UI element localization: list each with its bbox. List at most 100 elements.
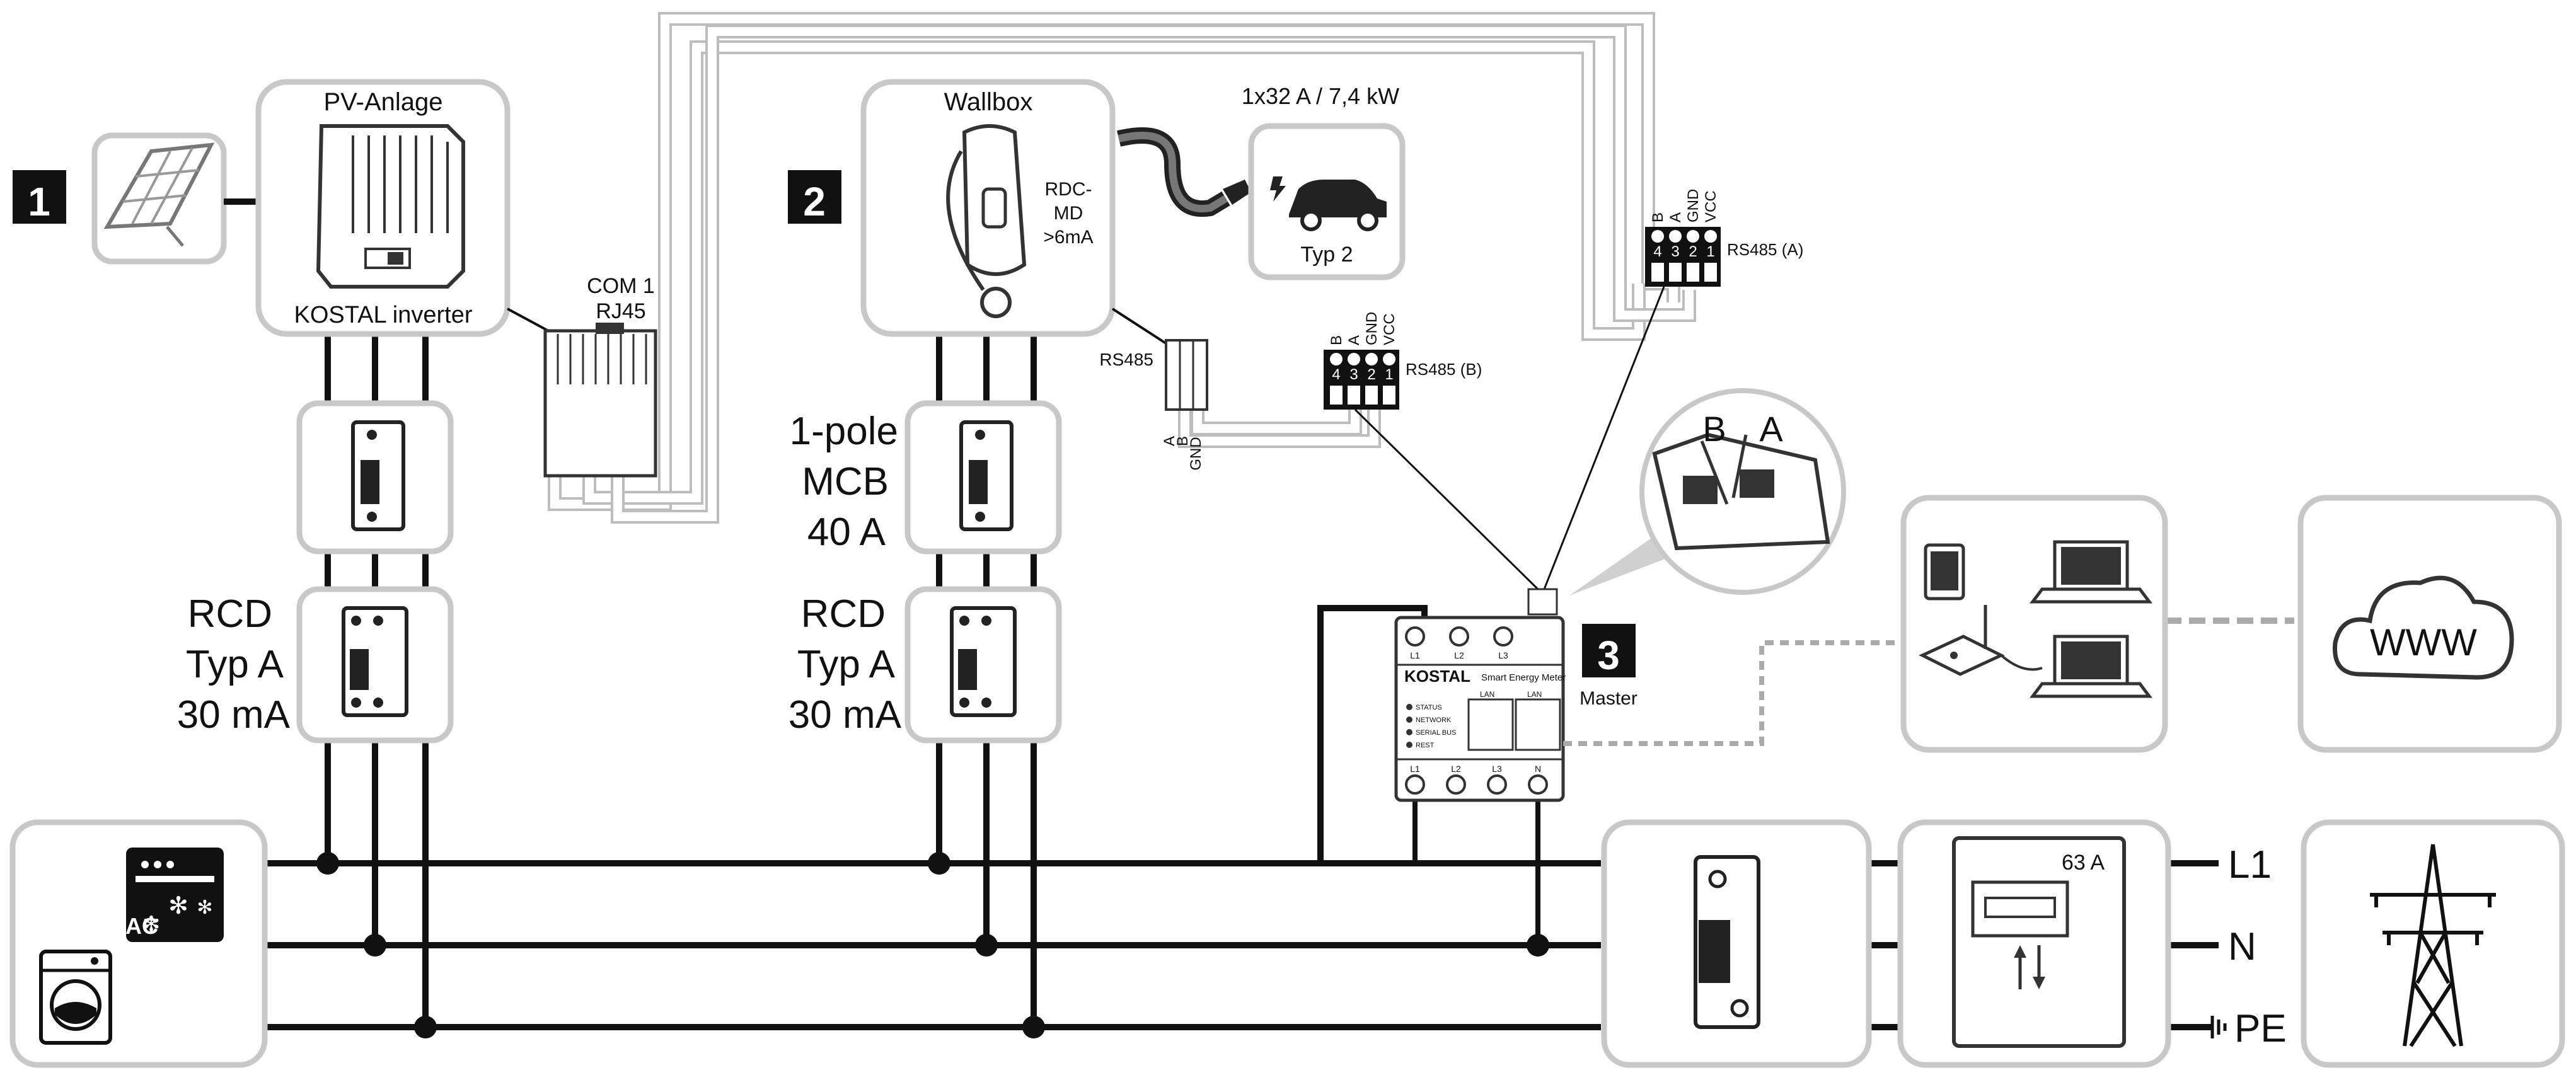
rcd-ma-label-2: 30 mA xyxy=(788,693,902,737)
mcb-icon-wallbox xyxy=(959,420,1014,531)
utility-meter-icon xyxy=(1952,836,2126,1048)
rs485b-num-3: 3 xyxy=(1349,366,1358,383)
badge-3 xyxy=(1582,624,1636,677)
grid-n-label: N xyxy=(2228,925,2256,969)
rs485b-num-1: 1 xyxy=(1385,366,1393,383)
plug-icon xyxy=(1223,180,1251,205)
term-gnd-label: GND xyxy=(1187,437,1204,470)
mcb-label-1: 1-pole xyxy=(790,410,898,453)
rs485a-num-1: 1 xyxy=(1706,243,1714,260)
rcd-icon-wallbox xyxy=(950,606,1017,717)
meter-bot-l2: L2 xyxy=(1451,764,1461,774)
rs485-a-label: RS485 (A) xyxy=(1727,240,1803,259)
power-pylon-icon xyxy=(2370,844,2496,1047)
rs485-a-terminal-block xyxy=(1645,227,1721,287)
meter-name: Smart Energy Meter xyxy=(1481,672,1566,683)
svg-text:✻: ✻ xyxy=(197,897,212,918)
www-label: WWW xyxy=(2370,621,2477,664)
rdc-label-3: >6mA xyxy=(1043,227,1093,248)
rs485a-pin-gnd: GND xyxy=(1685,189,1702,222)
meter-63a-label: 63 A xyxy=(2062,851,2105,875)
badge-1-label: 1 xyxy=(28,179,50,224)
rcd-label-2: RCD xyxy=(801,592,886,636)
cloud-icon xyxy=(2333,575,2514,680)
meter-bot-l1: L1 xyxy=(1410,764,1420,774)
rcd-typ-label-2: Typ A xyxy=(797,643,896,686)
meter-rest: REST xyxy=(1416,742,1435,749)
rs485a-pin-b: B xyxy=(1649,212,1666,222)
rcd-typ-label-1: Typ A xyxy=(186,643,284,686)
mcb-label-2: MCB xyxy=(802,460,889,503)
kostal-inverter-label: KOSTAL inverter xyxy=(294,302,473,328)
ground-symbol-icon xyxy=(2210,1016,2227,1038)
meter-lan-2: LAN xyxy=(1527,690,1542,699)
zoom-terminal-detail xyxy=(1652,432,1830,551)
rj45-connector-icon xyxy=(543,323,657,478)
rs485b-pin-vcc: VCC xyxy=(1381,313,1398,345)
rs485b-pin-b: B xyxy=(1328,335,1345,345)
laptop-icon-bottom xyxy=(2000,635,2152,698)
svg-text:✻: ✻ xyxy=(168,893,188,919)
rs485-b-label: RS485 (B) xyxy=(1406,360,1482,379)
rcd-ma-label-1: 30 mA xyxy=(177,693,291,737)
washing-machine-icon xyxy=(39,950,112,1045)
rs485-b-terminal-block xyxy=(1324,350,1399,410)
electric-car-icon xyxy=(1270,176,1387,231)
rs485a-pin-vcc: VCC xyxy=(1702,190,1719,222)
badge-3-label: 3 xyxy=(1597,633,1620,678)
com1-label: COM 1 xyxy=(587,274,655,298)
rs485-wallbox-label: RS485 xyxy=(1099,350,1153,369)
solar-panel-icon xyxy=(103,142,215,247)
wallbox-rs485-terminal xyxy=(1165,339,1208,411)
grid-box xyxy=(2301,819,2565,1068)
zoom-label-b: B xyxy=(1702,409,1726,449)
rs485a-pin-a: A xyxy=(1667,212,1684,222)
inverter-icon xyxy=(316,124,465,289)
tablet-icon xyxy=(1924,543,1965,601)
rs485a-num-4: 4 xyxy=(1653,243,1661,260)
rcd-icon xyxy=(342,606,408,717)
typ2-label: Typ 2 xyxy=(1300,243,1353,267)
meter-lan-1: LAN xyxy=(1480,690,1494,699)
badge-2-label: 2 xyxy=(803,179,826,224)
meter-network: NETWORK xyxy=(1416,716,1452,724)
rs485a-num-2: 2 xyxy=(1689,243,1697,260)
term-b-label: B xyxy=(1174,436,1191,446)
pv-title: PV-Anlage xyxy=(323,88,442,116)
data-cables xyxy=(548,12,1696,524)
rcd-label-1: RCD xyxy=(188,592,272,636)
air-conditioner-icon: ✻ ✻ ✻ xyxy=(126,848,224,942)
smart-energy-meter xyxy=(1394,616,1565,802)
rdc-label-2: MD xyxy=(1054,203,1083,224)
meter-bot-l3: L3 xyxy=(1492,764,1502,774)
term-a-label: A xyxy=(1161,436,1178,446)
mcb-label-3: 40 A xyxy=(807,510,886,554)
rs485b-pin-a: A xyxy=(1346,335,1363,345)
grid-pe-label: PE xyxy=(2234,1007,2287,1050)
grid-l1-label: L1 xyxy=(2228,843,2272,887)
rs485b-num-4: 4 xyxy=(1332,366,1340,383)
network-devices-box xyxy=(1900,495,2168,753)
laptop-icon-top xyxy=(2030,540,2152,604)
mcb-icon xyxy=(351,420,405,531)
rj45-label: RJ45 xyxy=(596,299,645,323)
badge-1 xyxy=(13,170,66,224)
wallbox-icon xyxy=(946,124,1027,318)
rdc-label-1: RDC- xyxy=(1045,179,1092,200)
meter-top-l2: L2 xyxy=(1454,650,1464,660)
ac-label: AC xyxy=(125,913,158,939)
rs485b-pin-gnd: GND xyxy=(1363,312,1380,345)
meter-status: STATUS xyxy=(1416,704,1442,711)
master-label: Master xyxy=(1580,688,1637,709)
wallbox-title: Wallbox xyxy=(944,88,1033,116)
rs485b-num-2: 2 xyxy=(1367,366,1375,383)
meter-serial-bus: SERIAL BUS xyxy=(1416,729,1456,737)
rs485a-num-3: 3 xyxy=(1671,243,1679,260)
badge-2 xyxy=(788,170,841,224)
meter-top-l1: L1 xyxy=(1410,650,1420,660)
main-mcb-icon xyxy=(1694,855,1760,1029)
svg-text:✻: ✻ xyxy=(142,912,161,936)
meter-bot-n: N xyxy=(1535,764,1541,774)
